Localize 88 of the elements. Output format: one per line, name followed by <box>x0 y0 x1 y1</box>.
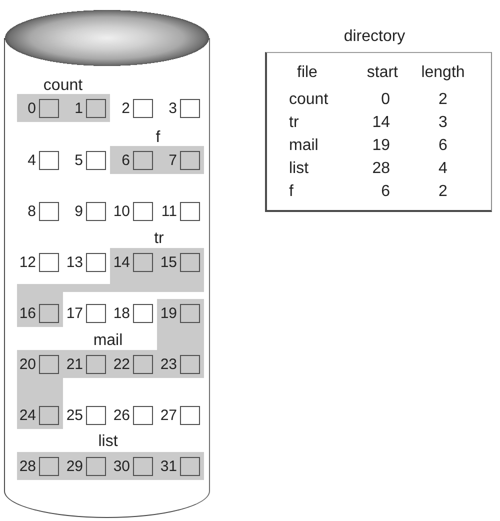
block-number: 31 <box>160 458 177 476</box>
block-number: 12 <box>19 254 36 272</box>
disk-block <box>133 355 153 374</box>
disk-block <box>86 355 106 374</box>
disk-block <box>180 151 200 170</box>
file-name-label: f <box>156 129 160 146</box>
disk-block <box>133 99 153 118</box>
file-name-label: count <box>43 77 83 94</box>
table-entry: 19 <box>372 137 390 155</box>
block-number: 15 <box>160 254 177 272</box>
block-number: 3 <box>168 100 177 118</box>
disk-block <box>133 457 153 476</box>
block-number: 16 <box>19 304 36 322</box>
block-number: 30 <box>113 458 130 476</box>
disk-block <box>180 355 200 374</box>
block-number: 2 <box>122 100 130 118</box>
table-entry: 3 <box>438 114 448 132</box>
table-entry: 0 <box>381 91 390 109</box>
table-entry: count <box>289 91 328 109</box>
table-entry: 6 <box>381 183 390 201</box>
disk-block <box>86 304 106 323</box>
block-number: 24 <box>19 406 36 424</box>
block-number: 14 <box>113 254 130 272</box>
table-entry: list <box>289 160 309 178</box>
block-number: 6 <box>122 152 130 170</box>
disk-block <box>86 253 106 272</box>
block-number: 23 <box>160 356 177 374</box>
disk-block <box>39 202 59 221</box>
disk-block <box>133 151 153 170</box>
block-number: 19 <box>160 304 177 322</box>
disk-block <box>86 99 106 118</box>
disk-block <box>180 457 200 476</box>
column-header: start <box>366 64 398 82</box>
block-number: 5 <box>74 152 83 170</box>
table-title: directory <box>344 28 406 46</box>
table-entry: 4 <box>438 160 448 178</box>
block-number: 1 <box>74 100 83 118</box>
table-entry: f <box>289 183 294 201</box>
column-header: length <box>421 64 465 82</box>
block-number: 29 <box>66 458 83 476</box>
file-name-label: tr <box>154 230 164 247</box>
block-number: 7 <box>168 152 177 170</box>
block-number: 13 <box>66 254 83 272</box>
disk-block <box>180 304 200 323</box>
block-number: 10 <box>113 202 130 220</box>
file-name-label: mail <box>93 332 123 349</box>
disk-block <box>180 202 200 221</box>
disk-block <box>86 457 106 476</box>
block-number: 18 <box>113 304 130 322</box>
column-header: file <box>297 64 318 82</box>
block-number: 27 <box>160 406 177 424</box>
disk-block <box>180 253 200 272</box>
table-entry: 2 <box>438 91 448 109</box>
disk-block <box>39 99 59 118</box>
table-entry: 14 <box>372 114 390 132</box>
table-entry: tr <box>289 114 299 132</box>
table-entry: 6 <box>438 137 448 155</box>
disk-block <box>39 304 59 323</box>
disk-block <box>180 99 200 118</box>
disk-block <box>133 253 153 272</box>
disk-block <box>133 406 153 425</box>
table-entry: 2 <box>438 183 448 201</box>
block-number: 25 <box>66 406 83 424</box>
block-number: 4 <box>28 152 36 170</box>
table-entry: mail <box>289 137 318 155</box>
disk-block <box>86 202 106 221</box>
disk-block <box>86 151 106 170</box>
disk-block <box>86 406 106 425</box>
disk-block <box>133 304 153 323</box>
block-number: 8 <box>28 202 36 220</box>
disk-block <box>39 151 59 170</box>
file-name-label: list <box>98 433 118 450</box>
block-number: 9 <box>74 202 83 220</box>
disk-block <box>39 406 59 425</box>
block-number: 11 <box>161 202 177 220</box>
disk-block <box>133 202 153 221</box>
block-number: 20 <box>19 356 36 374</box>
disk-block <box>39 253 59 272</box>
block-number: 21 <box>66 356 83 374</box>
block-number: 22 <box>113 356 130 374</box>
table-entry: 28 <box>372 160 390 178</box>
block-number: 28 <box>19 458 36 476</box>
block-number: 0 <box>28 100 36 118</box>
disk-block <box>39 355 59 374</box>
block-number: 26 <box>113 406 130 424</box>
disk-block <box>180 406 200 425</box>
disk-block <box>39 457 59 476</box>
block-number: 17 <box>66 304 83 322</box>
